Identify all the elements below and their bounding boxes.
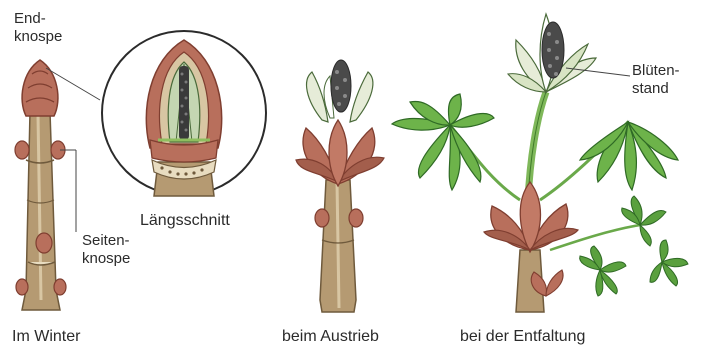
label-seitenknospe: Seiten- knospe	[82, 232, 130, 268]
label-laengsschnitt: Längsschnitt	[140, 212, 230, 230]
label-endknospe: End- knospe	[14, 10, 62, 46]
inflorescence	[508, 14, 596, 92]
caption-entfaltung: bei der Entfaltung	[460, 328, 585, 346]
winter-twig	[15, 60, 100, 310]
caption-austrieb: beim Austrieb	[282, 328, 379, 346]
longitudinal-section	[102, 31, 266, 196]
caption-winter: Im Winter	[12, 328, 80, 346]
palmate-leaf-left	[392, 94, 494, 190]
unfolding-twig	[392, 14, 688, 312]
palmate-leaf-right	[580, 122, 678, 190]
terminal-bud	[22, 60, 58, 116]
sprouting-twig	[296, 60, 384, 312]
small-leaves	[580, 196, 688, 296]
label-bluetenstand: Blüten- stand	[632, 62, 680, 98]
